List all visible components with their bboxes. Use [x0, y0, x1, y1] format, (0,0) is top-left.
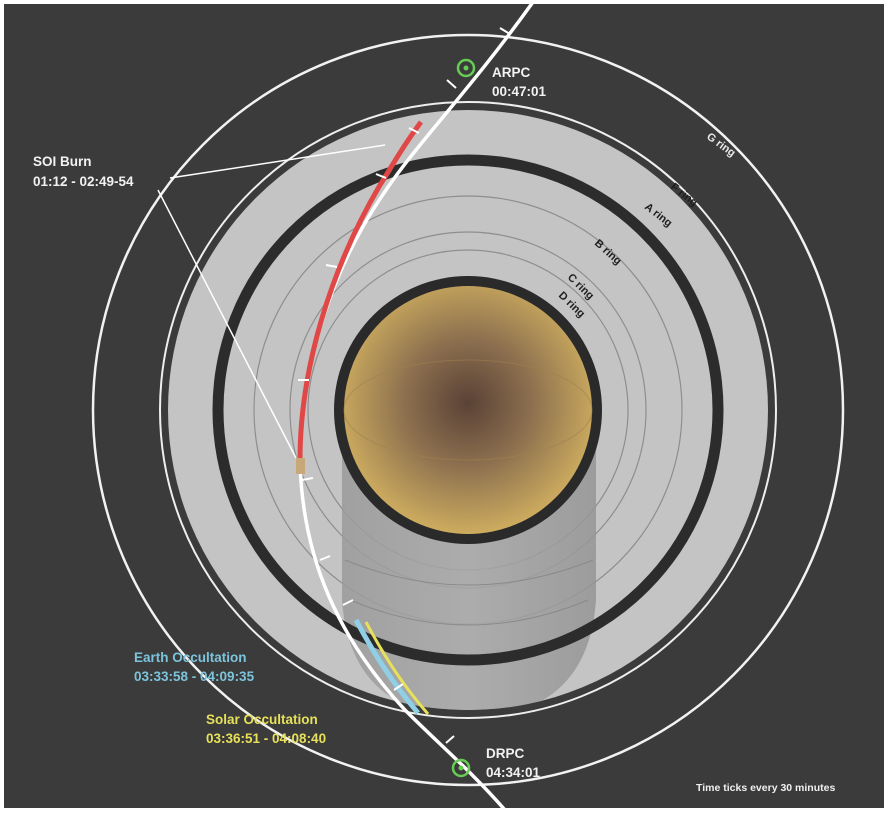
saturn-body [344, 286, 592, 534]
solar-occultation-time: 03:36:51 - 04:08:40 [206, 731, 326, 746]
earth-occultation-segment [353, 618, 420, 715]
solar-occultation-segment [364, 621, 430, 715]
time-ticks [298, 27, 511, 744]
soi-burn-label: SOI Burn [33, 154, 92, 169]
earth-occultation-time: 03:33:58 - 04:09:35 [134, 669, 255, 684]
time-ticks-note: Time ticks every 30 minutes [696, 782, 835, 794]
cassini-division [212, 154, 724, 666]
soi-leader-bottom [157, 189, 297, 459]
arpc-time: 00:47:01 [492, 84, 547, 99]
earth-occultation-label: Earth Occultation [134, 650, 247, 665]
soi-burn-segment [297, 120, 424, 461]
drpc-label: DRPC [486, 746, 525, 761]
f-ring-circle [159, 101, 777, 719]
g-ring-circle [91, 33, 845, 787]
arpc-label: ARPC [492, 65, 531, 80]
soi-leader-top [169, 144, 386, 179]
soi-burn-time: 01:12 - 02:49-54 [33, 174, 134, 189]
drpc-marker [451, 758, 471, 778]
burn-end-marker [296, 458, 305, 474]
solar-occultation-label: Solar Occultation [206, 712, 318, 727]
saturn-equator [343, 359, 593, 461]
arpc-marker [456, 58, 476, 78]
drpc-time: 04:34:01 [486, 765, 541, 780]
